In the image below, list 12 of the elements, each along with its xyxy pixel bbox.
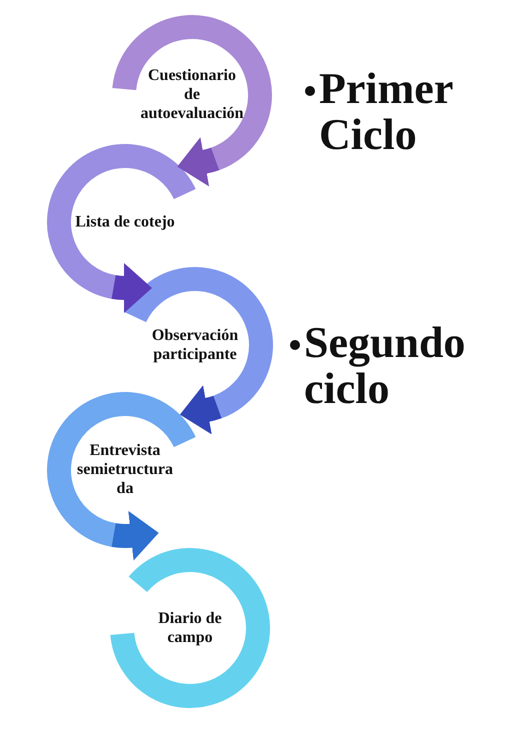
ring-shape [108,546,272,710]
node-label: Diario de campo [157,608,223,648]
curved-arrow [180,385,222,434]
curved-arrow [177,137,220,186]
curved-arrow [112,510,159,561]
node-label: Entrevista semietructurada [76,441,174,499]
cycle-label: Segundo ciclo [304,320,466,412]
node-label: Lista de cotejo [74,212,176,232]
curved-arrow [112,262,152,313]
cycle-label: Primer Ciclo [319,66,454,158]
node-label: Observación participante [150,326,240,364]
node-label: Cuestionario de autoevaluación [139,66,245,124]
